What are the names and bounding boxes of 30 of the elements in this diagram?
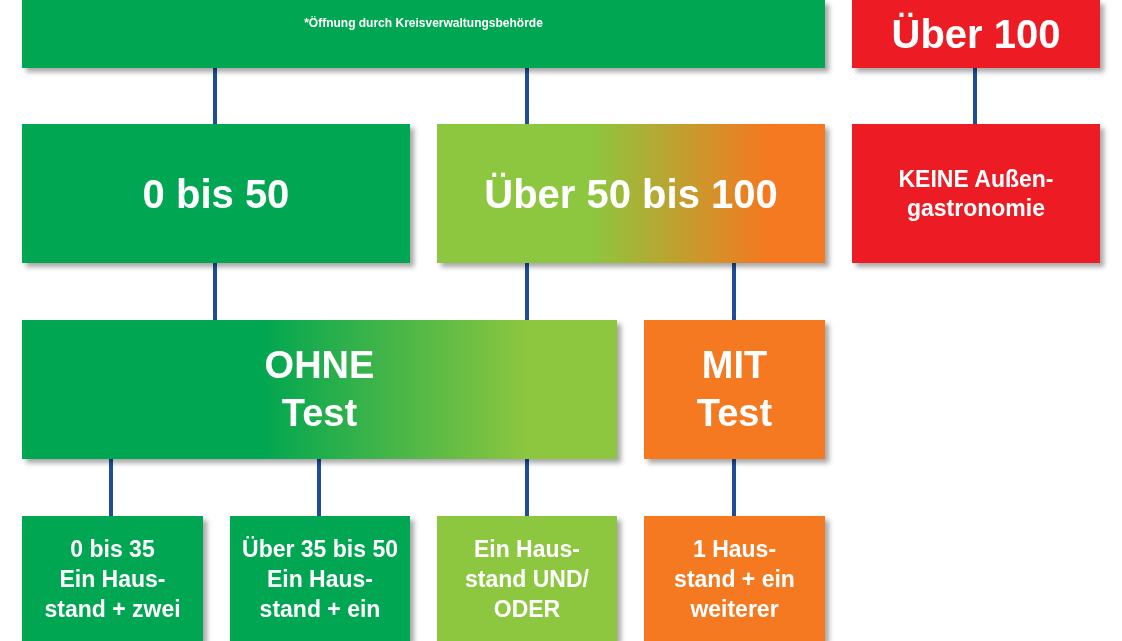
connector-line (109, 459, 113, 516)
connector-line (973, 68, 977, 124)
box-label: Über 50 bis 100 (484, 170, 778, 218)
category-box (437, 124, 825, 263)
box-label: Ein Haus- stand + ein (258, 565, 382, 624)
connector-line (732, 263, 736, 320)
connector-line (525, 459, 529, 516)
connector-line (525, 68, 529, 124)
box-label: Über 35 bis 50 (242, 535, 398, 564)
box-label: KEINE Außen- gastronomie (897, 164, 1055, 223)
connector-line (525, 263, 529, 320)
footnote: *Öffnung durch Kreisverwaltungsbehörde (304, 15, 543, 32)
category-box (22, 0, 825, 68)
box-label: OHNE Test (263, 343, 376, 436)
category-box (22, 320, 617, 459)
box-label: 1 Haus- stand + ein weiterer (673, 535, 796, 624)
connector-line (317, 459, 321, 516)
connector-line (732, 459, 736, 516)
box-label: Ein Haus- stand UND/ ODER (464, 535, 590, 624)
category-box (852, 0, 1100, 68)
category-box (852, 124, 1100, 263)
connector-line (213, 263, 217, 320)
category-box (22, 124, 410, 263)
box-label: MIT Test (695, 343, 774, 436)
box-label: Über 100 (891, 14, 1061, 54)
box-label: Ein Haus- stand + zwei (43, 565, 182, 624)
connector-line (213, 68, 217, 124)
category-box (644, 320, 825, 459)
box-label: 0 bis 35 (70, 535, 155, 564)
box-label: 0 bis 50 (142, 170, 290, 218)
